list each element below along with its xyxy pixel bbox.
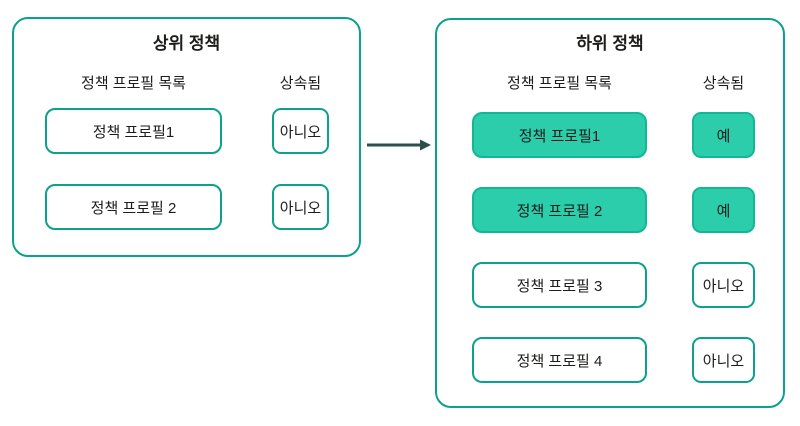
inherited-status-box: 아니오 xyxy=(692,262,755,308)
child-column-headers: 정책 프로필 목록 상속됨 xyxy=(472,74,755,94)
policy-profile-box: 정책 프로필 4 xyxy=(472,337,647,383)
child-profiles-column-header: 정책 프로필 목록 xyxy=(507,75,612,92)
parent-policy-title: 상위 정책 xyxy=(152,34,221,53)
inherited-status-box: 아니오 xyxy=(692,337,755,383)
parent-inherited-column-header: 상속됨 xyxy=(279,75,322,92)
child-inherited-column-header: 상속됨 xyxy=(702,75,745,92)
policy-profile-box: 정책 프로필 2 xyxy=(472,187,647,233)
child-policy-title: 하위 정책 xyxy=(576,34,644,53)
inherited-status-box: 예 xyxy=(692,112,755,158)
inherited-status-box: 아니오 xyxy=(272,184,329,230)
parent-profiles-column-header: 정책 프로필 목록 xyxy=(81,75,186,92)
policy-profile-box: 정책 프로필 3 xyxy=(472,262,647,308)
policy-profile-box: 정책 프로필1 xyxy=(472,112,647,158)
inherited-status-box: 아니오 xyxy=(272,108,329,154)
inheritance-arrow-icon xyxy=(367,139,431,151)
parent-column-headers: 정책 프로필 목록 상속됨 xyxy=(45,74,329,94)
inherited-status-box: 예 xyxy=(692,187,755,233)
policy-profile-box: 정책 프로필 2 xyxy=(45,184,222,230)
policy-profile-box: 정책 프로필1 xyxy=(45,108,222,154)
